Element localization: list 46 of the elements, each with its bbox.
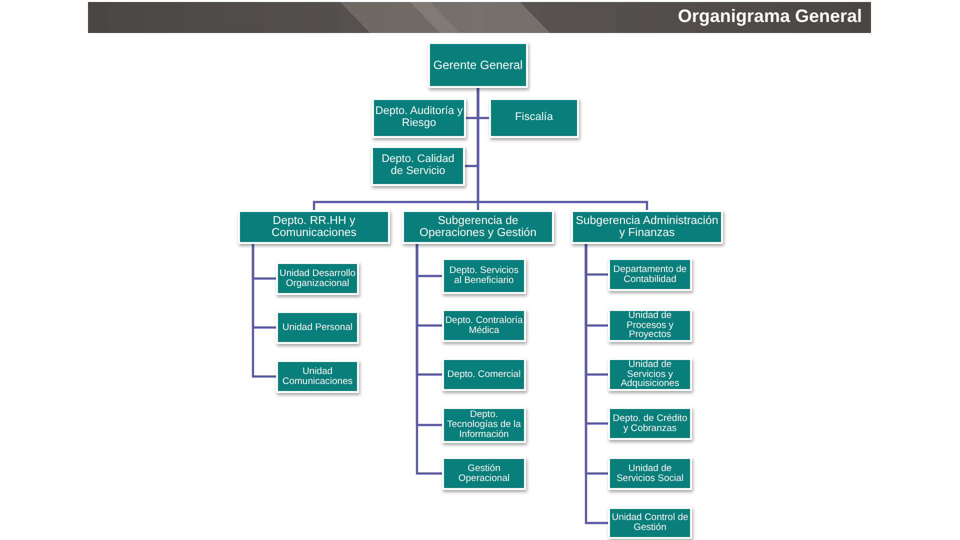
box-label: Subgerencia de Operaciones y Gestión bbox=[418, 214, 538, 240]
org-box bbox=[442, 457, 526, 490]
box-label: Depto. Auditoría y Riesgo bbox=[374, 106, 464, 130]
box-label: Fiscalía bbox=[514, 112, 554, 124]
connector-line bbox=[416, 244, 442, 475]
org-box bbox=[442, 358, 526, 391]
box-label: Unidad de Servicios y Adquisiciones bbox=[620, 360, 680, 390]
org-box bbox=[371, 146, 465, 186]
org-box bbox=[608, 407, 692, 440]
org-box bbox=[276, 311, 359, 344]
connector-line bbox=[252, 244, 276, 378]
org-box bbox=[489, 98, 579, 138]
org-box bbox=[608, 457, 692, 490]
box-label: Depto. Comercial bbox=[446, 370, 522, 380]
connector-line bbox=[584, 244, 608, 524]
org-box bbox=[608, 309, 692, 342]
box-label: Depto. Contraloría Médica bbox=[444, 316, 524, 336]
org-box bbox=[276, 262, 359, 295]
box-label: Unidad Control de Gestión bbox=[610, 513, 690, 533]
org-box bbox=[442, 258, 526, 294]
box-label: Unidad Personal bbox=[281, 322, 354, 332]
org-box bbox=[571, 210, 723, 244]
box-label: Unidad Desarrollo Organizacional bbox=[278, 268, 357, 288]
box-label: Unidad de Servicios Social bbox=[615, 464, 685, 484]
org-box bbox=[608, 507, 692, 539]
box-label: Subgerencia Administración y Finanzas bbox=[574, 214, 720, 240]
org-box bbox=[442, 309, 526, 342]
connector-line bbox=[476, 88, 648, 210]
org-box bbox=[428, 42, 528, 88]
box-label: Departamento de Contabilidad bbox=[612, 264, 688, 284]
page-title: Organigrama General bbox=[678, 6, 862, 27]
org-box bbox=[402, 210, 554, 244]
org-box bbox=[238, 210, 390, 244]
box-label: Depto. Servicios al Beneficiario bbox=[448, 266, 520, 286]
org-box bbox=[608, 258, 692, 291]
box-label: Depto. RR.HH y Comunicaciones bbox=[270, 214, 358, 240]
box-label: Depto. de Crédito y Cobranzas bbox=[612, 414, 688, 434]
org-box bbox=[276, 360, 359, 393]
box-label: Gestión Operacional bbox=[457, 464, 511, 484]
box-label: Unidad Comunicaciones bbox=[281, 366, 354, 386]
box-label: Depto. Calidad de Servicio bbox=[380, 154, 456, 178]
box-label: Unidad de Procesos y Proyectos bbox=[626, 310, 674, 340]
org-box bbox=[608, 358, 692, 391]
org-box bbox=[372, 98, 466, 138]
box-label: Depto. Tecnologías de la Información bbox=[446, 410, 522, 440]
box-label: Gerente General bbox=[432, 58, 524, 72]
